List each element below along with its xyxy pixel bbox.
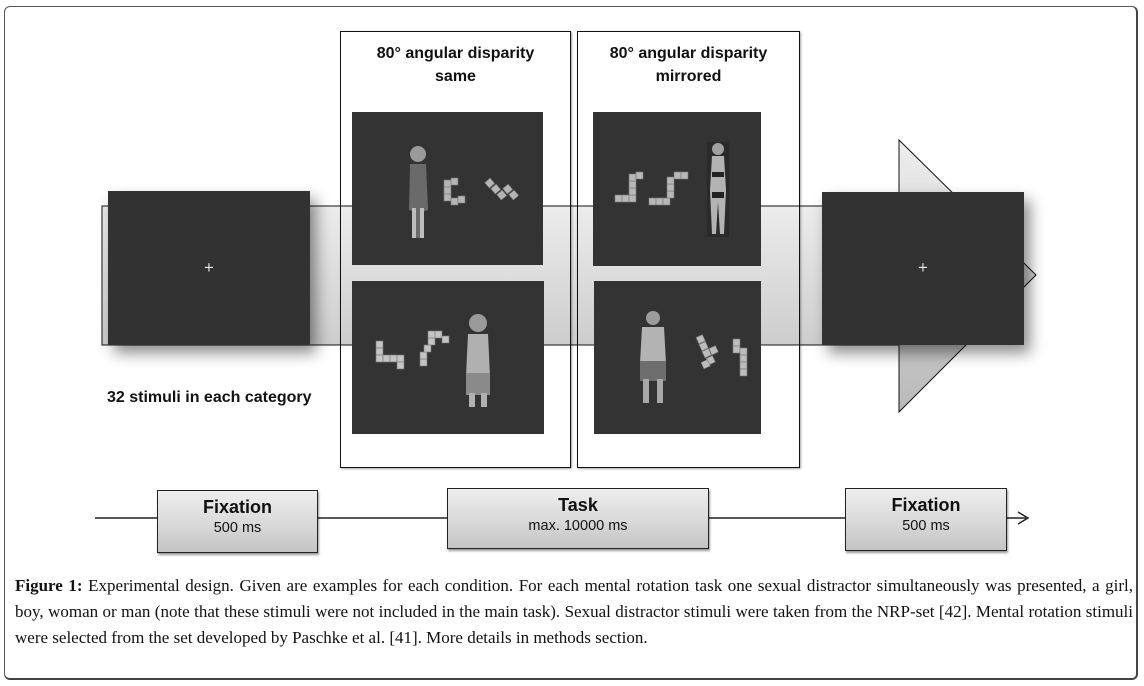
timeline-step-duration: max. 10000 ms bbox=[528, 518, 628, 534]
timeline-step-fixation-1: Fixation 500 ms bbox=[157, 490, 318, 553]
timeline-step-title: Fixation bbox=[891, 495, 961, 515]
boy-figure-icon bbox=[375, 314, 490, 407]
stimulus-image-woman bbox=[593, 112, 761, 266]
timeline-step-task: Task max. 10000 ms bbox=[447, 488, 709, 549]
figure-caption: Figure 1: Experimental design. Given are… bbox=[15, 573, 1133, 651]
panel-title-line2: mirrored bbox=[655, 68, 722, 85]
cube-object-icon bbox=[695, 334, 748, 377]
timeline-step-duration: 500 ms bbox=[213, 520, 262, 536]
cube-object-icon bbox=[375, 330, 450, 370]
caption-label: Figure 1: bbox=[15, 576, 83, 595]
panel-title: 80° angular disparity mirrored bbox=[578, 42, 799, 88]
woman-figure-icon bbox=[614, 142, 729, 237]
stimulus-image-boy bbox=[352, 281, 544, 434]
condition-panel-same: 80° angular disparity same bbox=[340, 31, 571, 468]
panel-title-line2: same bbox=[435, 68, 476, 85]
caption-text: Experimental design. Given are examples … bbox=[15, 576, 1133, 647]
panel-title: 80° angular disparity same bbox=[341, 42, 570, 88]
panel-title-line1: 80° angular disparity bbox=[609, 45, 768, 62]
timeline-arrowhead-icon bbox=[1017, 511, 1030, 525]
cube-object-icon bbox=[614, 171, 689, 206]
fixation-screen-start: + bbox=[108, 191, 310, 345]
stimuli-count-note: 32 stimuli in each category bbox=[107, 389, 312, 406]
timeline-step-title: Task bbox=[558, 495, 598, 515]
condition-panel-mirrored: 80° angular disparity mirrored bbox=[577, 31, 800, 468]
man-figure-icon bbox=[640, 311, 748, 403]
fixation-cross-icon: + bbox=[917, 260, 929, 276]
stimulus-image-man bbox=[594, 281, 761, 434]
panel-title-line1: 80° angular disparity bbox=[376, 45, 535, 62]
timeline-step-title: Fixation bbox=[202, 497, 272, 517]
timeline-step-fixation-2: Fixation 500 ms bbox=[845, 488, 1007, 551]
fixation-screen-end: + bbox=[822, 192, 1024, 345]
cube-object-icon bbox=[443, 177, 520, 206]
stimulus-image-girl bbox=[352, 112, 543, 265]
timeline-step-duration: 500 ms bbox=[902, 518, 950, 534]
fixation-cross-icon: + bbox=[203, 260, 215, 276]
girl-figure-icon bbox=[409, 146, 520, 238]
